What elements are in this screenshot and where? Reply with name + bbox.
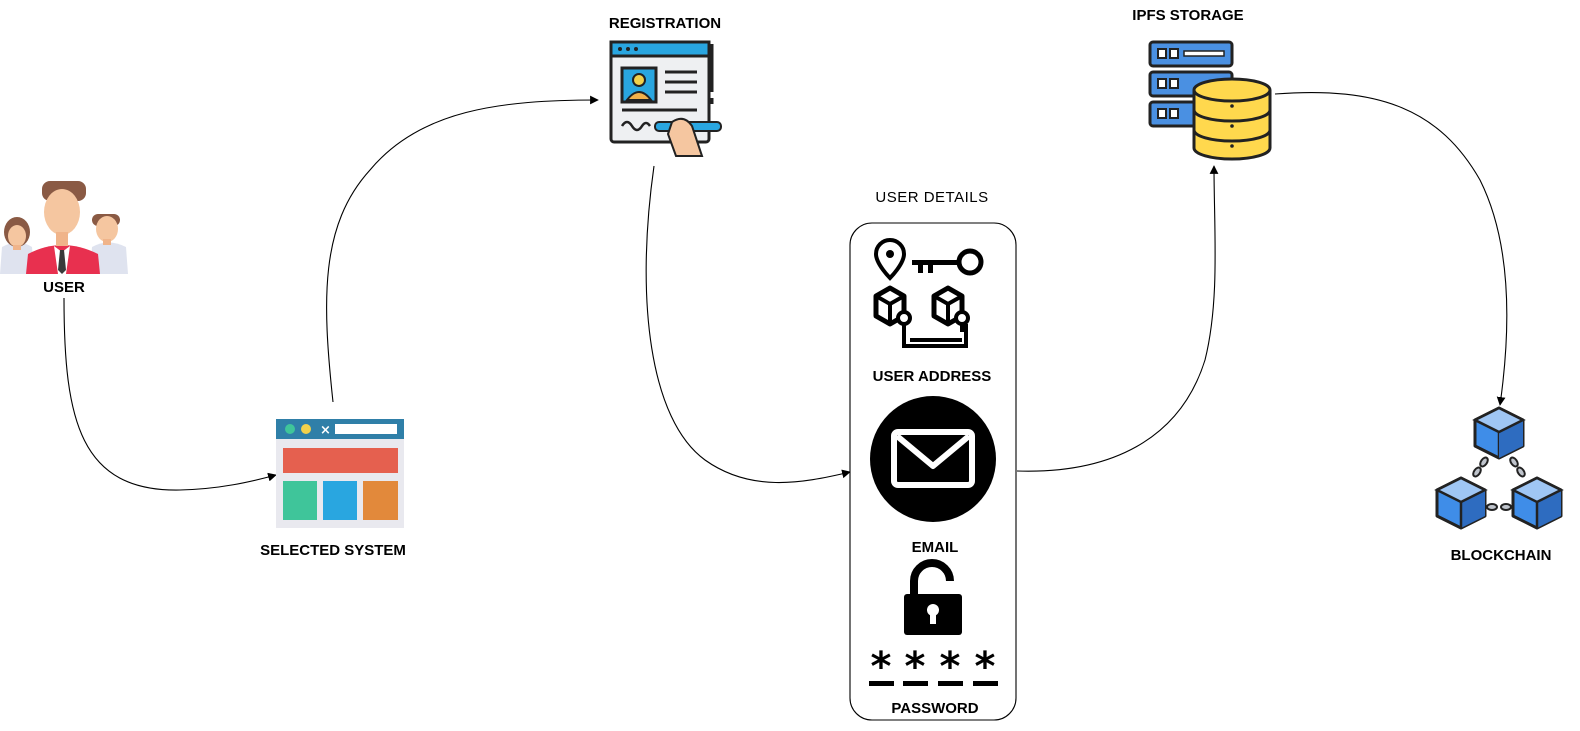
- selected-system-label: SELECTED SYSTEM: [260, 542, 406, 559]
- selected-system-node[interactable]: × SELECTED SYSTEM: [260, 419, 406, 559]
- edge-registration-to-user-details: [645, 165, 851, 484]
- password-mask-char: *: [871, 644, 892, 690]
- password-mask: * * * *: [869, 644, 998, 690]
- browser-window-icon: ×: [276, 419, 404, 528]
- password-mask-char: *: [905, 644, 926, 690]
- email-label: EMAIL: [912, 539, 959, 556]
- password-label: PASSWORD: [891, 700, 978, 717]
- user-node[interactable]: USER: [0, 181, 128, 296]
- server-database-icon: [1148, 40, 1272, 161]
- registration-node[interactable]: REGISTRATION: [609, 15, 722, 157]
- people-group-icon: [0, 181, 128, 274]
- blockchain-node[interactable]: BLOCKCHAIN: [1434, 406, 1564, 564]
- user-details-title: USER DETAILS: [875, 189, 988, 206]
- password-mask-char: *: [975, 644, 996, 690]
- padlock-icon: [904, 559, 962, 635]
- edge-selected-system-to-registration: [326, 95, 599, 403]
- blockchain-label: BLOCKCHAIN: [1451, 547, 1552, 564]
- user-details-panel[interactable]: USER DETAILS USER ADDRESS EMAIL: [849, 189, 1017, 721]
- edges: [63, 91, 1508, 491]
- password-mask-char: *: [940, 644, 961, 690]
- edge-user-to-selected-system: [63, 297, 277, 491]
- svg-text:×: ×: [320, 423, 331, 438]
- edge-ipfs-to-blockchain: [1274, 91, 1508, 406]
- envelope-icon: [870, 396, 996, 522]
- location-key-icon: [873, 237, 984, 348]
- user-address-label: USER ADDRESS: [873, 368, 992, 385]
- ipfs-storage-node[interactable]: IPFS STORAGE: [1132, 7, 1272, 161]
- user-label: USER: [43, 279, 85, 296]
- edge-user-details-to-ipfs: [1016, 165, 1219, 472]
- blockchain-cubes-icon: [1434, 406, 1564, 530]
- registration-form-icon: [609, 40, 722, 157]
- registration-label: REGISTRATION: [609, 15, 721, 32]
- ipfs-storage-label: IPFS STORAGE: [1132, 7, 1243, 24]
